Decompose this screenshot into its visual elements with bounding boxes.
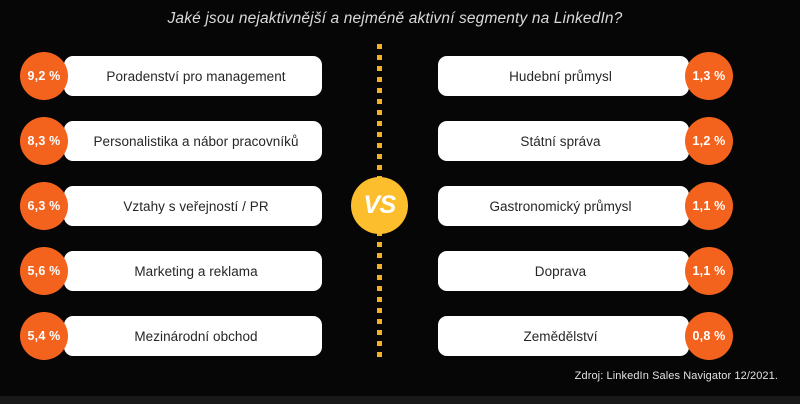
list-item: 0,8 % Zemědělství: [438, 312, 733, 360]
status-badge: 0,8 %: [685, 312, 733, 360]
status-badge: 1,1 %: [685, 247, 733, 295]
segment-label: Mezinárodní obchod: [64, 316, 322, 356]
segment-label: Doprava: [438, 251, 689, 291]
bottom-strip: [0, 396, 800, 404]
segment-label: Personalistika a nábor pracovníků: [64, 121, 322, 161]
status-badge: 5,6 %: [20, 247, 68, 295]
list-item: 1,1 % Gastronomický průmysl: [438, 182, 733, 230]
segment-label: Marketing a reklama: [64, 251, 322, 291]
vs-badge: VS: [351, 177, 408, 234]
status-badge: 1,2 %: [685, 117, 733, 165]
list-item: 1,2 % Státní správa: [438, 117, 733, 165]
status-badge: 8,3 %: [20, 117, 68, 165]
list-item: 5,4 % Mezinárodní obchod: [20, 312, 322, 360]
status-badge: 1,1 %: [685, 182, 733, 230]
segment-label: Poradenství pro management: [64, 56, 322, 96]
status-badge: 9,2 %: [20, 52, 68, 100]
source-caption: Zdroj: LinkedIn Sales Navigator 12/2021.: [574, 370, 778, 382]
segment-label: Hudební průmysl: [438, 56, 689, 96]
segment-label: Zemědělství: [438, 316, 689, 356]
list-item: 6,3 % Vztahy s veřejností / PR: [20, 182, 322, 230]
vs-label: VS: [363, 191, 396, 219]
status-badge: 6,3 %: [20, 182, 68, 230]
list-item: 1,3 % Hudební průmysl: [438, 52, 733, 100]
status-badge: 1,3 %: [685, 52, 733, 100]
list-item: 1,1 % Doprava: [438, 247, 733, 295]
status-badge: 5,4 %: [20, 312, 68, 360]
segment-label: Státní správa: [438, 121, 689, 161]
page-title: Jaké jsou nejaktivnější a nejméně aktivn…: [167, 10, 623, 27]
list-item: 5,6 % Marketing a reklama: [20, 247, 322, 295]
list-item: 8,3 % Personalistika a nábor pracovníků: [20, 117, 322, 165]
segment-label: Gastronomický průmysl: [438, 186, 689, 226]
segment-label: Vztahy s veřejností / PR: [64, 186, 322, 226]
list-item: 9,2 % Poradenství pro management: [20, 52, 322, 100]
